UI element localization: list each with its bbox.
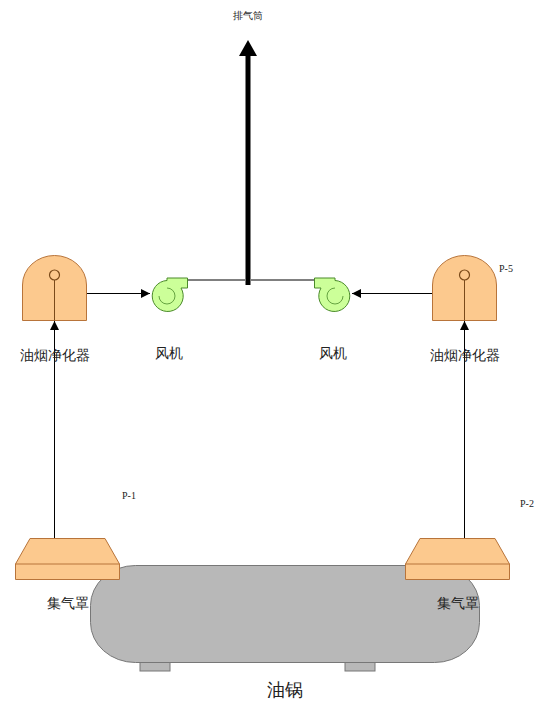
fan-outline: [150, 275, 188, 312]
flow-connector: [188, 280, 245, 281]
oil-pan-outline: [90, 565, 480, 672]
node-label: 油锅: [267, 679, 303, 701]
node-label: 集气罩: [437, 595, 479, 612]
node-label: 排气筒: [233, 10, 263, 22]
fan-shape: [150, 275, 188, 312]
node-label: 油烟净化器: [20, 347, 90, 364]
gas-hood-outline: [15, 538, 120, 580]
fume-purifier-shape: [432, 255, 497, 321]
fume-purifier-shape: [22, 255, 87, 321]
fume-purifier: 油烟净化器: [22, 255, 87, 321]
exhaust-stack: 排气筒: [245, 40, 251, 285]
fume-purifier: 油烟净化器: [432, 255, 497, 321]
fan-shape: [314, 275, 352, 312]
callout-number: P-2: [520, 498, 534, 509]
exhaust-stack-outline: [245, 40, 251, 285]
gas-hood-outline: [405, 538, 510, 580]
fume-purifier-outline: [22, 255, 87, 321]
gas-hood-shape: [405, 538, 510, 580]
gas-hood-shape: [15, 538, 120, 580]
fan: 风机: [150, 275, 188, 312]
exhaust-stack-shape: [245, 40, 251, 285]
fan: 风机: [314, 275, 352, 312]
node-label: 油烟净化器: [430, 347, 500, 364]
oil-pan: 油锅: [90, 565, 480, 672]
node-label: 风机: [319, 345, 347, 362]
gas-hood: 集气罩: [15, 538, 120, 580]
fume-purifier-outline: [432, 255, 497, 321]
oil-pan-shape: [90, 565, 480, 672]
callout-number: P-5: [499, 263, 513, 274]
callout-number: P-1: [122, 490, 136, 501]
gas-hood: 集气罩: [405, 538, 510, 580]
flow-connector: [352, 293, 432, 294]
node-label: 集气罩: [47, 595, 89, 612]
node-label: 风机: [155, 345, 183, 362]
flow-connector: [87, 293, 150, 294]
fan-outline: [314, 275, 352, 312]
flow-connector: [251, 280, 314, 281]
